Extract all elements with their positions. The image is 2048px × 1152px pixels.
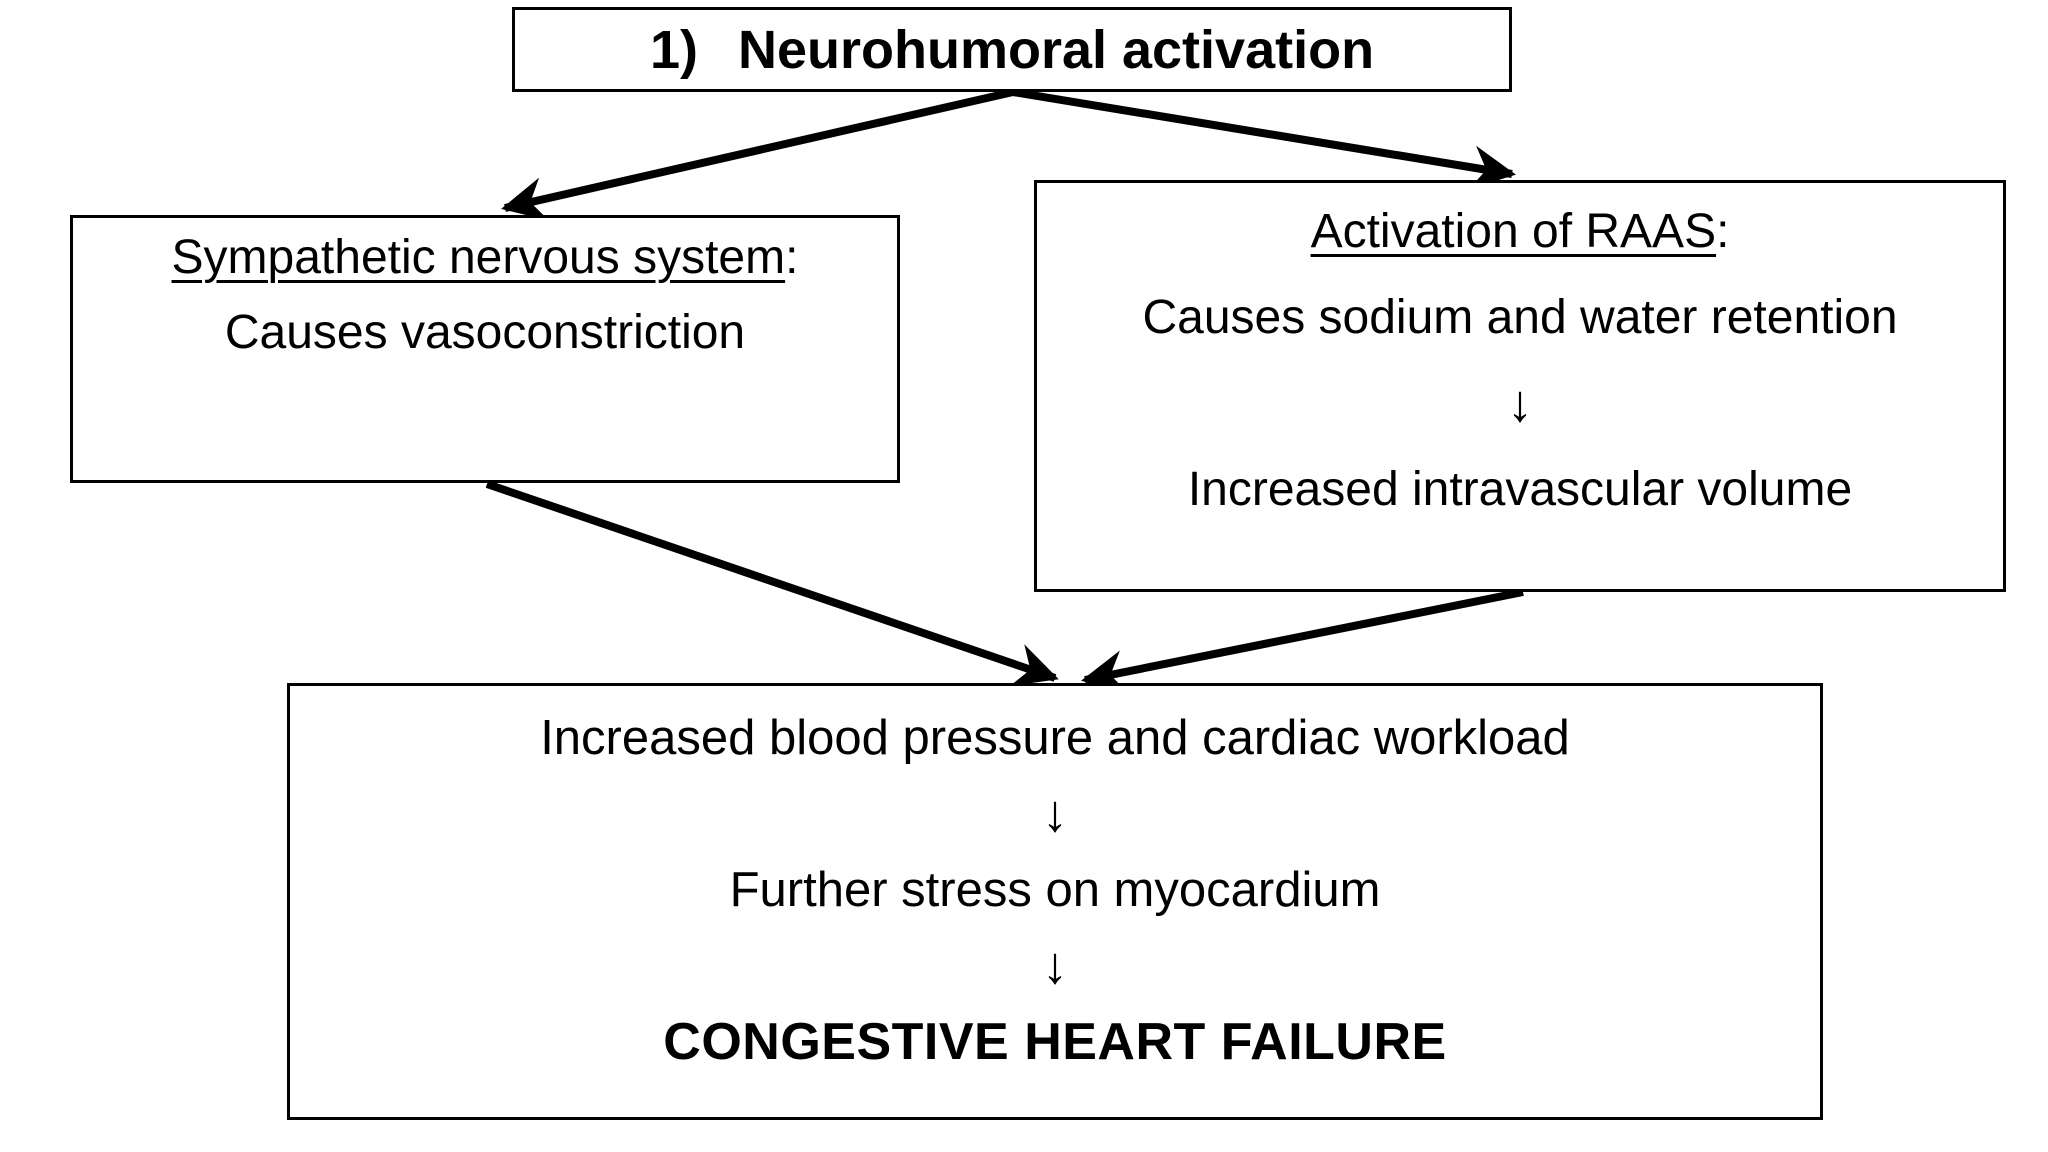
node-heading-text: Sympathetic nervous system: [171, 231, 786, 284]
node-congestive-heart-failure: Increased blood pressure and cardiac wor…: [287, 683, 1823, 1120]
node-heading: Activation of RAAS:: [1037, 189, 2003, 275]
arrow-left-to-bottom: [485, 480, 1059, 686]
arrow-top-to-left: [501, 88, 1014, 221]
node-heading-colon: :: [785, 231, 799, 284]
node-body-line: Further stress on myocardium: [729, 863, 1381, 917]
node-number: 1): [649, 19, 698, 80]
node-heading: Sympathetic nervous system:: [73, 220, 897, 295]
node-activation-of-raas: Activation of RAAS: Causes sodium and wa…: [1034, 180, 2006, 592]
node-heading-colon: :: [1716, 205, 1730, 258]
down-arrow-glyph: ↓: [1042, 785, 1068, 843]
arrow-right-to-bottom: [1081, 588, 1524, 694]
node-heading-text: Activation of RAAS: [1310, 205, 1717, 258]
node-body-line: Causes vasoconstriction: [224, 306, 746, 359]
node-sympathetic-nervous-system: Sympathetic nervous system: Causes vasoc…: [70, 215, 900, 483]
node-body-line: Causes sodium and water retention: [1142, 291, 1898, 344]
node-conclusion: CONGESTIVE HEART FAILURE: [663, 1013, 1447, 1071]
down-arrow-glyph: ↓: [1042, 937, 1068, 995]
node-body-line: Increased intravascular volume: [1187, 463, 1853, 516]
node-body-line: Increased blood pressure and cardiac wor…: [540, 711, 1570, 765]
down-arrow-glyph: ↓: [1507, 375, 1533, 433]
arrow-top-to-right: [1012, 88, 1516, 190]
node-neurohumoral-activation: 1) Neurohumoral activation: [512, 7, 1512, 92]
node-title: Neurohumoral activation: [737, 19, 1375, 80]
